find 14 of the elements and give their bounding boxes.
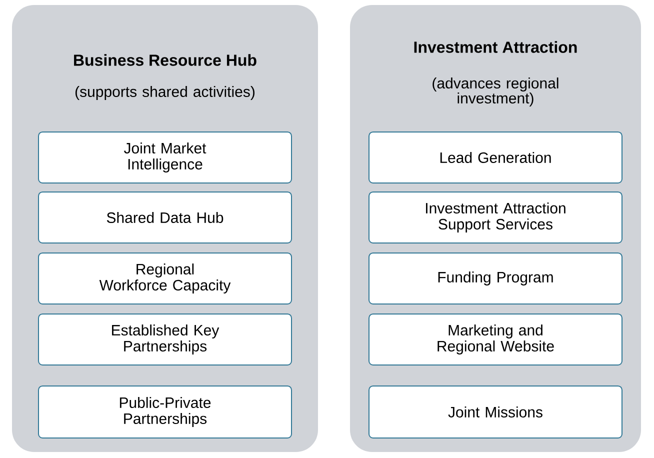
panel-subtitle: (advances regional investment) [432, 78, 558, 106]
activity-box: Regional Workforce Capacity [38, 252, 292, 304]
panel-subtitle: (supports shared activities) [75, 86, 254, 100]
activity-box: Investment Attraction Support Services [368, 192, 622, 244]
activity-box: Funding Program [368, 252, 622, 304]
activity-box: Marketing and Regional Website [368, 313, 622, 366]
activity-box: Established Key Partnerships [38, 313, 292, 366]
activity-box: Public-Private Partnerships [38, 385, 292, 438]
panel-title: Investment Attraction [414, 41, 577, 53]
panel-title: Business Resource Hub [74, 54, 256, 66]
activity-box: Joint Market Intelligence [38, 132, 292, 184]
activity-box: Lead Generation [368, 132, 622, 184]
activity-box: Joint Missions [368, 385, 622, 438]
activity-box: Shared Data Hub [38, 192, 292, 244]
